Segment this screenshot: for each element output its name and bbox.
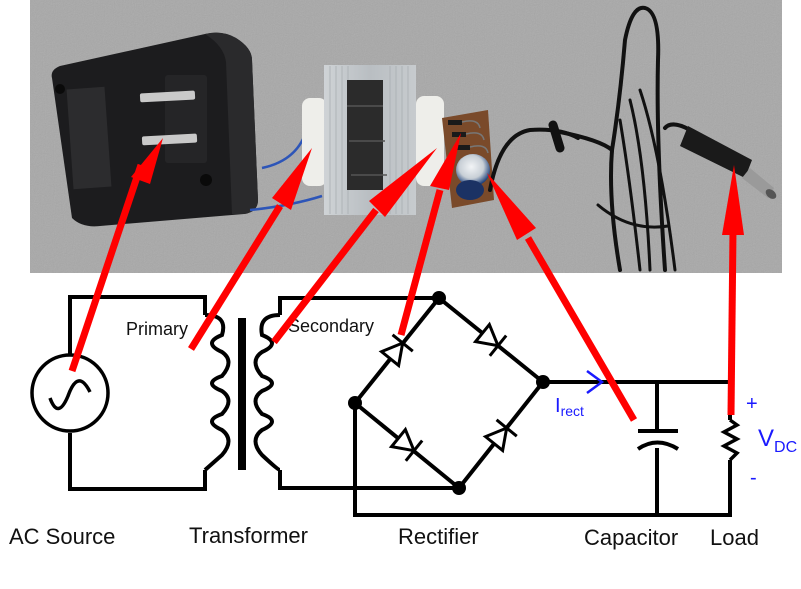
diode-right-bottom — [482, 418, 518, 454]
stage-label-rectifier: Rectifier — [398, 524, 479, 549]
plug-prong-bottom — [141, 133, 198, 146]
wire-ac-top — [68, 295, 207, 354]
primary-winding — [203, 313, 231, 472]
wire-secondary-bottom — [278, 470, 459, 490]
arrow-rectifier-to-diodes — [397, 133, 461, 336]
wall-plug-housing — [51, 32, 258, 227]
vdc-minus: - — [750, 467, 757, 489]
diode-left-bottom — [388, 426, 424, 462]
ac-source-symbol — [30, 353, 110, 433]
secondary-label: Secondary — [288, 316, 374, 336]
rectifier-board-photo — [442, 110, 494, 208]
capacitor-plate-curved — [636, 440, 680, 451]
junction-top — [432, 291, 446, 305]
junction-dots — [348, 291, 550, 495]
stage-label-capacitor: Capacitor — [584, 525, 678, 550]
dc-cord-photo — [488, 5, 692, 272]
diode-left-top — [378, 333, 414, 369]
rectifier-diodes — [378, 321, 518, 462]
junction-left — [348, 396, 362, 410]
transformer-photo — [302, 65, 444, 215]
arrow-ac-source-to-plug — [68, 138, 163, 373]
stage-label-ac-source: AC Source — [9, 524, 115, 549]
arrow-primary-to-transformer — [188, 148, 312, 351]
current-label: Irect — [555, 395, 584, 419]
vdc-label: VDC — [758, 425, 797, 456]
junction-right — [536, 375, 550, 389]
vdc-plus: + — [746, 393, 758, 415]
capacitor-photo — [456, 154, 490, 186]
wire-ground-return — [353, 403, 732, 517]
wire-secondary-top — [278, 296, 439, 315]
load-resistor — [720, 418, 741, 462]
photo — [30, 0, 782, 273]
current-arrow-icon — [586, 369, 605, 395]
primary-label: Primary — [126, 319, 188, 339]
arrow-load-to-barrel-plug — [722, 165, 744, 416]
plug-prong-top — [139, 90, 196, 103]
wire-ac-bottom — [68, 433, 207, 491]
arrow-secondary-to-transformer — [271, 148, 437, 345]
diode-right-top — [472, 321, 508, 357]
stage-label-transformer: Transformer — [189, 523, 308, 548]
arrow-capacitor-to-cap — [487, 173, 638, 422]
secondary-winding — [253, 313, 281, 472]
stage-label-load: Load — [710, 525, 759, 550]
pointer-arrows — [68, 133, 744, 422]
sine-wave-icon — [48, 379, 92, 411]
junction-bottom — [452, 481, 466, 495]
